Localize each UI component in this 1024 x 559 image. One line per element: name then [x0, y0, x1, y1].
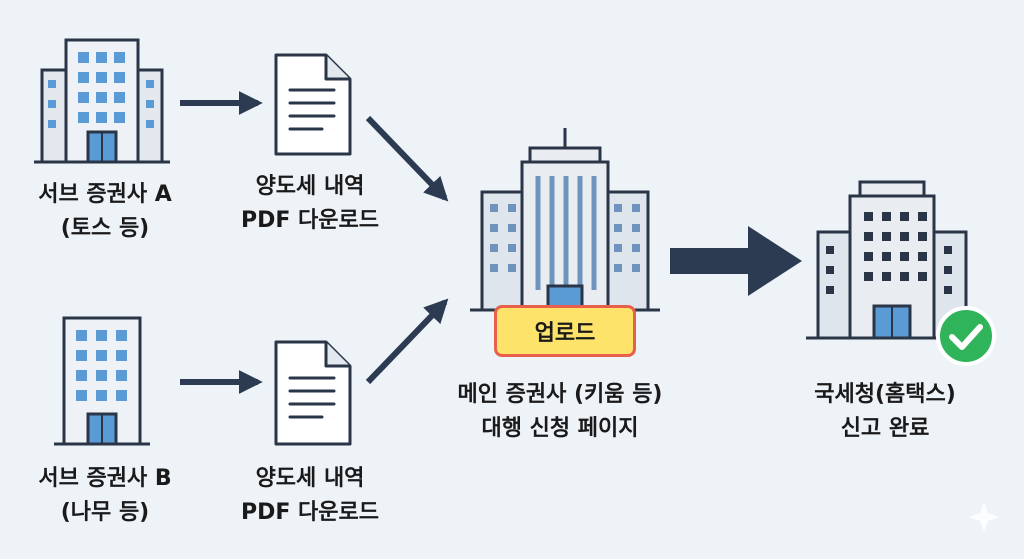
document-b-label: 양도세 내역 PDF 다운로드	[210, 462, 410, 530]
document-b-title: 양도세 내역	[255, 466, 365, 491]
sub-broker-a-example: (토스 등)	[60, 216, 150, 241]
sparkle-icon	[969, 502, 999, 532]
upload-badge: 업로드	[494, 305, 636, 357]
sub-broker-b-example: (나무 등)	[60, 500, 150, 525]
sub-broker-b-building-icon	[54, 316, 150, 446]
document-a-title: 양도세 내역	[255, 174, 365, 199]
document-a-icon	[274, 53, 352, 156]
nts-label: 국세청(홈택스) 신고 완료	[770, 378, 1000, 446]
main-broker-label: 메인 증권사 (키움 등) 대행 신청 페이지	[410, 378, 710, 446]
main-broker-page: 대행 신청 페이지	[481, 416, 639, 441]
arrow-icon	[670, 226, 802, 296]
nts-status: 신고 완료	[840, 416, 930, 441]
arrow-icon	[365, 115, 449, 202]
sub-broker-b-name: 서브 증권사 B	[38, 466, 172, 491]
nts-building-icon	[806, 180, 976, 340]
sub-broker-a-name: 서브 증권사 A	[38, 182, 172, 207]
document-b-action: PDF 다운로드	[240, 500, 380, 525]
main-broker-building-icon	[470, 128, 660, 312]
document-a-action: PDF 다운로드	[240, 208, 380, 233]
document-a-label: 양도세 내역 PDF 다운로드	[210, 170, 410, 238]
arrow-icon	[365, 298, 449, 385]
main-broker-name: 메인 증권사 (키움 등)	[457, 382, 663, 407]
sub-broker-b-label: 서브 증권사 B (나무 등)	[10, 462, 200, 530]
sub-broker-a-label: 서브 증권사 A (토스 등)	[10, 178, 200, 246]
checkmark-icon	[936, 306, 996, 366]
sub-broker-a-building-icon	[34, 38, 170, 164]
document-b-icon	[274, 340, 352, 446]
nts-name: 국세청(홈택스)	[814, 382, 956, 407]
